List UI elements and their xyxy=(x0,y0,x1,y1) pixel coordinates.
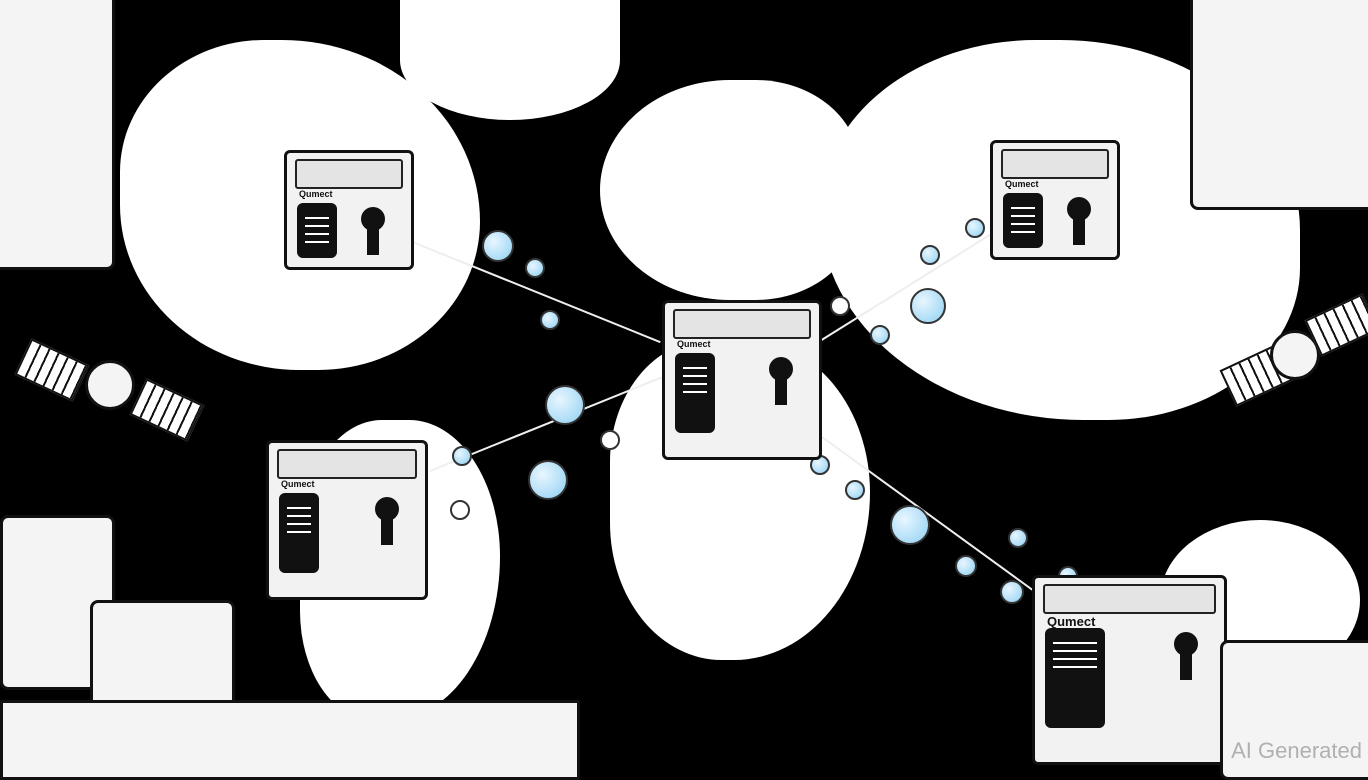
quantum-node xyxy=(1008,528,1028,548)
keyhole-icon xyxy=(1166,632,1206,684)
quantum-node xyxy=(920,245,940,265)
cube-top-panel xyxy=(1043,584,1216,614)
quantum-node xyxy=(545,385,585,425)
keyhole-icon xyxy=(367,497,407,549)
quantum-node xyxy=(910,288,946,324)
cube-top-panel xyxy=(673,309,811,339)
satellite-left xyxy=(14,338,205,442)
solar-panel-icon xyxy=(129,378,205,442)
vent-grille-icon xyxy=(279,493,319,573)
secure-cube-asia: Qumect xyxy=(990,140,1120,260)
vent-grille-icon xyxy=(1003,193,1043,248)
cube-brand-label: Qumect xyxy=(677,339,711,349)
relay-node xyxy=(830,296,850,316)
keyhole-icon xyxy=(353,207,393,259)
vent-grille-icon xyxy=(1045,628,1105,728)
greenland-landmass xyxy=(400,0,620,120)
keyhole-icon xyxy=(761,357,801,409)
keyhole-icon xyxy=(1059,197,1099,249)
cube-top-panel xyxy=(1001,149,1109,179)
quantum-node xyxy=(955,555,977,577)
quantum-node xyxy=(1000,580,1024,604)
europe-landmass xyxy=(600,80,860,300)
ai-generated-watermark: AI Generated xyxy=(1231,738,1362,763)
relay-node xyxy=(450,500,470,520)
cube-brand-label: Qumect xyxy=(1047,614,1096,629)
secure-cube-center: Qumect xyxy=(662,300,822,460)
vent-grille-icon xyxy=(297,203,337,258)
desk-foreground-left xyxy=(0,700,580,780)
cube-brand-label: Qumect xyxy=(299,189,333,199)
quantum-node xyxy=(890,505,930,545)
quantum-node xyxy=(965,218,985,238)
cube-top-panel xyxy=(277,449,417,479)
cube-brand-label: Qumect xyxy=(1005,179,1039,189)
computer-monitor-top-left xyxy=(0,0,115,270)
quantum-node xyxy=(482,230,514,262)
secure-cube-oceania: Qumect xyxy=(1032,575,1227,765)
quantum-node xyxy=(870,325,890,345)
quantum-node xyxy=(540,310,560,330)
quantum-node xyxy=(528,460,568,500)
satellite-body-icon xyxy=(85,360,135,410)
relay-node xyxy=(600,430,620,450)
solar-panel-icon xyxy=(14,338,90,402)
desk-foreground-right xyxy=(1220,640,1368,780)
secure-cube-south-america: Qumect xyxy=(266,440,428,600)
quantum-node xyxy=(525,258,545,278)
quantum-node xyxy=(845,480,865,500)
satellite-body-icon xyxy=(1270,330,1320,380)
quantum-node xyxy=(452,446,472,466)
computer-monitor-top-right xyxy=(1190,0,1368,210)
satellite-right xyxy=(1219,293,1368,407)
vent-grille-icon xyxy=(675,353,715,433)
cube-brand-label: Qumect xyxy=(281,479,315,489)
cube-top-panel xyxy=(295,159,403,189)
secure-cube-north-america: Qumect xyxy=(284,150,414,270)
